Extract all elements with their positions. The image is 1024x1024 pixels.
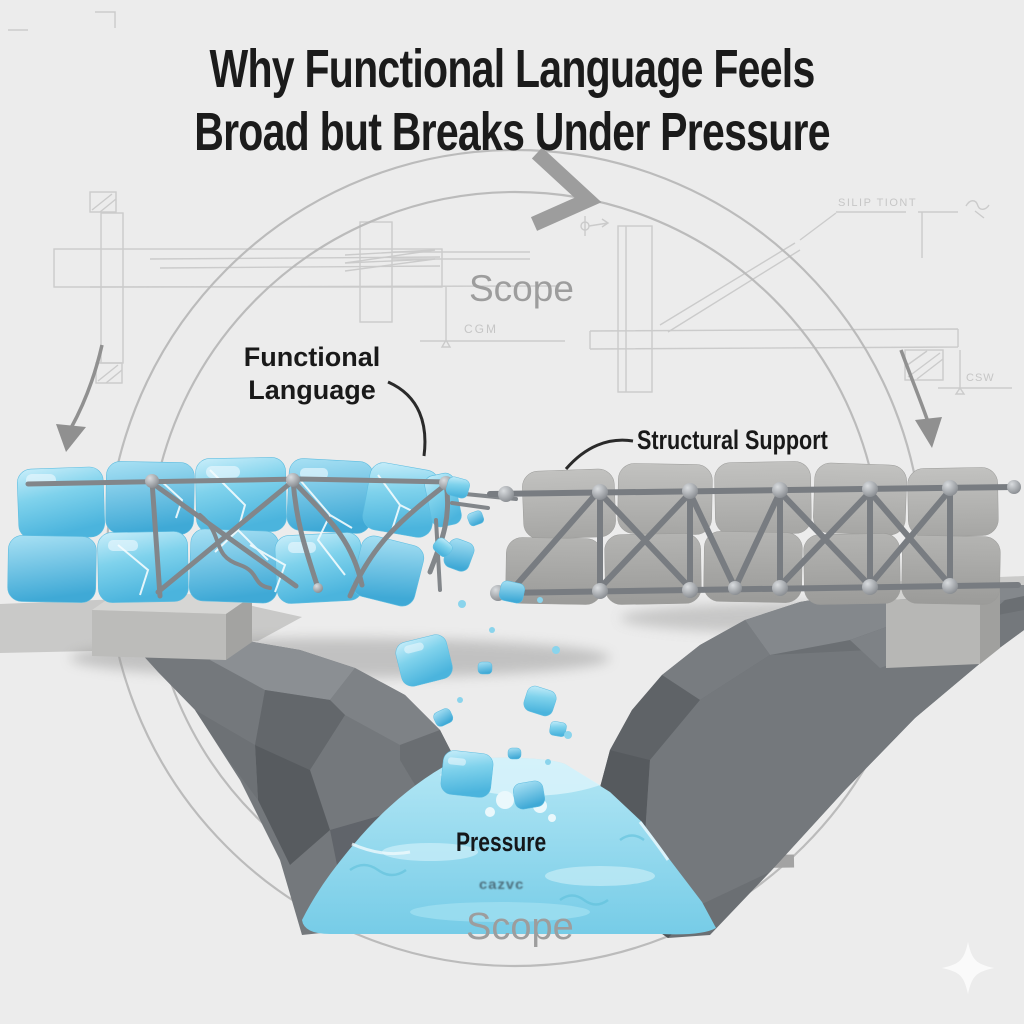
- page-title: Why Functional Language Feels Broad but …: [123, 38, 901, 163]
- left-down-arrow-icon: [56, 344, 104, 452]
- structural-support-connector: [564, 438, 634, 470]
- water-illegible-text: cazvc: [479, 876, 525, 892]
- sparkle-icon: [942, 942, 994, 994]
- page-title-line2: Broad but Breaks Under Pressure: [194, 101, 830, 162]
- scope-label-top: Scope: [469, 268, 574, 309]
- functional-language-connector: [387, 380, 427, 457]
- ice-bridge: [7, 457, 518, 660]
- blueprint-left-drawing: [8, 11, 565, 384]
- concrete-blocks: [505, 461, 1001, 605]
- structural-support-label: Structural Support: [637, 425, 828, 455]
- falling-ice-cubes: [395, 476, 572, 810]
- functional-language-label-line1: Functional: [243, 342, 381, 372]
- cycle-arrow-top-icon: [530, 147, 602, 231]
- pressure-label: Pressure: [456, 827, 547, 857]
- concrete-bridge: [487, 461, 1021, 668]
- ice-droplets: [457, 597, 572, 765]
- blueprint-right-drawing: [580, 200, 1012, 395]
- concrete-bridge-truss: [487, 484, 1021, 596]
- page-title-line1: Why Functional Language Feels: [209, 39, 815, 99]
- concrete-bridge-truss-joints: [490, 480, 1021, 601]
- right-down-arrow-icon: [899, 349, 942, 448]
- blueprint-note-cgm: CGM: [464, 322, 498, 336]
- functional-language-label: Functional Language: [212, 341, 412, 407]
- right-cliff: [598, 585, 1024, 938]
- blueprint-note-silip-tiont: SILIP TIONT: [838, 197, 918, 209]
- blueprint-note-csw: CSW: [966, 372, 995, 384]
- ice-bridge-truss: [25, 476, 518, 599]
- water-waves: [349, 834, 645, 906]
- functional-language-label-line2: Language: [248, 374, 376, 405]
- scope-label-bottom: Scope: [466, 906, 574, 948]
